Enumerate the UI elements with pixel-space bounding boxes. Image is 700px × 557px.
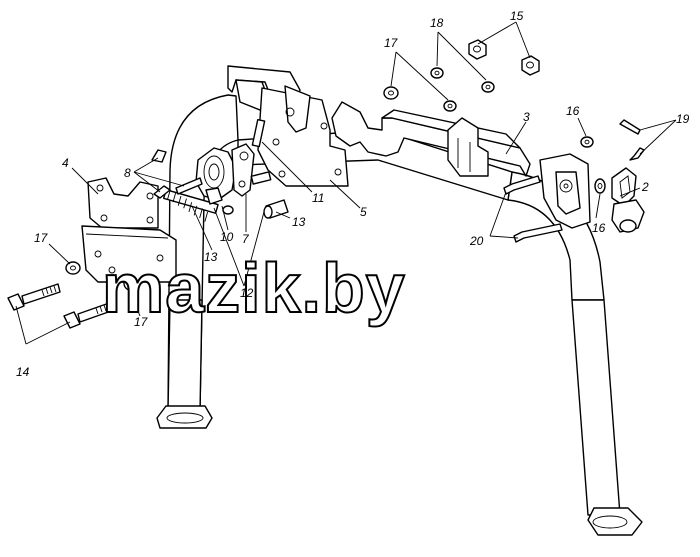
leader-lines [15,21,677,345]
callout-8: 8 [124,166,131,180]
callout-14: 14 [16,365,30,379]
callout-12: 12 [240,286,254,300]
callout-3: 3 [523,110,530,124]
callout-5: 5 [360,205,367,219]
callout-16-lower: 16 [592,221,606,235]
right-latch-plate [539,153,591,229]
part-5-mounting-plate [257,85,349,187]
part-4-bracket-plate [81,177,177,283]
callout-18: 18 [430,16,444,30]
callout-17-top: 17 [384,36,399,50]
callout-13-right: 13 [292,215,306,229]
part-2-hook [611,167,645,233]
callout-20: 20 [469,234,484,248]
tubular-frame [156,94,643,536]
callout-7: 7 [242,232,250,246]
part-3-slide-rail [331,101,531,177]
bolt-14-lower [63,301,115,329]
callout-13-left: 13 [204,250,218,264]
callout-15: 15 [510,9,524,23]
callout-17-bottom: 17 [134,315,149,329]
callout-19: 19 [676,112,690,126]
washers-and-nuts [65,39,606,291]
callout-10: 10 [220,230,234,244]
callout-16-upper: 16 [566,104,580,118]
callout-11: 11 [312,191,324,205]
callout-17-left: 17 [34,231,49,245]
callout-4: 4 [62,156,69,170]
bolt-14-upper [7,283,61,311]
callout-labels: 2 3 4 5 7 8 10 11 12 13 13 14 15 16 16 1… [16,9,690,379]
hinge-mechanism [162,118,289,222]
fasteners [7,119,645,329]
callout-2: 2 [641,180,649,194]
watermark-text: mazik.by [102,249,406,327]
